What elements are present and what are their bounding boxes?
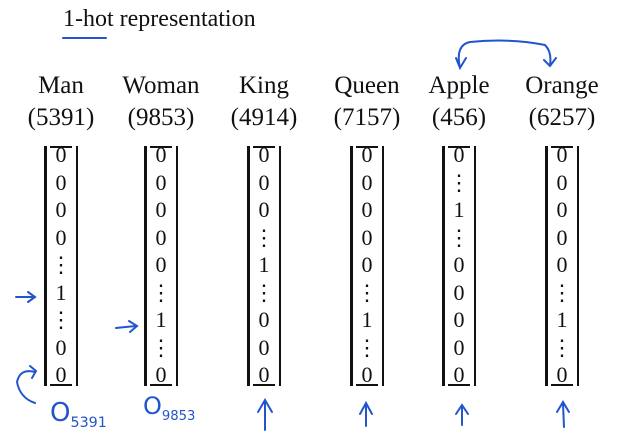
vector-entry: ⋮ [448,169,470,195]
vector-entry: 0 [55,169,67,195]
vector-entry: 0 [55,362,67,387]
woman-one-hot-note: O9853 [143,392,196,424]
vector-entry: 0 [361,169,373,195]
vector-entry: 0 [55,224,67,250]
vector-entry: 1 [556,307,568,332]
vector-entry: 0 [453,307,465,332]
word: Orange [525,72,599,99]
apple-up-arrow [455,403,469,426]
vector-entry: 0 [155,142,167,167]
man-row-arrow [15,291,37,303]
vector-entry: ⋮ [50,252,72,277]
word: Woman [122,72,200,99]
vector-entry: 0 [155,252,167,277]
vector-entry: 0 [258,142,270,167]
word-index: (5391) [27,104,95,131]
vector-entry: 0 [556,169,568,195]
vector-entry: ⋮ [356,279,378,305]
vector-entry: 0 [258,362,270,387]
vector-entry: 0 [361,142,373,167]
king-up-arrow [257,398,273,431]
vector-entry: 0 [453,362,465,387]
vector-entry: 0 [258,307,270,332]
apple-orange-curved-arrow [455,39,557,71]
queen-up-arrow [359,400,373,427]
vector-entry: 0 [155,169,167,195]
vector-entry: ⋮ [253,279,275,305]
vector-entry: 1 [155,307,167,332]
word-label: Queen (7157) [312,70,422,134]
vector-entry: 0 [55,334,67,360]
vector-entry: 0 [258,334,270,360]
vector-entry: 0 [556,224,568,250]
word-index: (7157) [333,104,401,131]
word-index: (6257) [528,104,596,131]
vector-entry: 0 [258,197,270,222]
vector-entry: 0 [361,362,373,387]
vector-entry: ⋮ [150,279,172,305]
vector-entry: 0 [361,252,373,277]
vector-entry: ⋮ [551,279,573,305]
vector-entry: 0 [361,197,373,222]
vector-entry: ⋮ [253,224,275,250]
vector-entry: ⋮ [50,307,72,332]
vector-entry: 1 [258,252,270,277]
vector-entry: ⋮ [551,334,573,360]
vector-entry: 0 [556,142,568,167]
slide-title: 1-hot representation [63,6,256,32]
vector-entry: 1 [361,307,373,332]
vector-entry: 0 [453,334,465,360]
vector-entry: 0 [361,224,373,250]
word: Queen [334,72,400,99]
word: King [239,72,289,99]
vector-entry: 0 [55,142,67,167]
woman-row-arrow [115,320,139,333]
vector-entry: ⋮ [448,224,470,250]
vector-entry: 0 [155,362,167,387]
vector-entry: 0 [556,362,568,387]
word: Man [38,72,84,99]
vector-entry: ⋮ [356,334,378,360]
man-curved-arrow [15,365,38,404]
vector-entry: 0 [258,169,270,195]
vector-entry: 0 [453,142,465,167]
word-index: (9853) [127,104,195,131]
word-label: Man (5391) [6,70,116,134]
vector-entry: 0 [556,197,568,222]
word-label: King (4914) [209,70,319,134]
word-index: (4914) [230,104,298,131]
vector-entry: 1 [55,279,67,305]
word-label: Woman (9853) [106,70,216,134]
vector-entry: 0 [453,279,465,305]
vector-entry: 0 [453,252,465,277]
vector-entry: 0 [155,224,167,250]
orange-up-arrow [556,400,570,428]
vector-entry: 0 [55,197,67,222]
vector-entry: 0 [556,252,568,277]
vector-entry: ⋮ [150,334,172,360]
vector-entry: 1 [453,197,465,222]
vector-entry: 0 [155,197,167,222]
word-label: Orange (6257) [507,70,617,134]
word: Apple [428,72,490,99]
word-index: (456) [431,104,487,131]
word-label: Apple (456) [404,70,514,134]
man-one-hot-note: O5391 [50,398,107,432]
